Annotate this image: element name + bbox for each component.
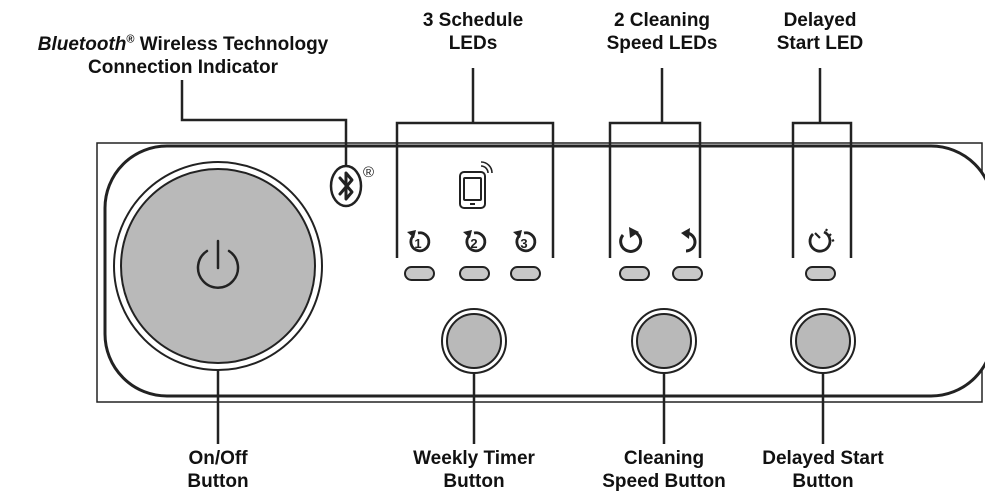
schedule-leds (404, 266, 541, 281)
svg-text:3: 3 (520, 236, 527, 251)
speed-led-2 (672, 266, 703, 281)
panel-face (103, 144, 985, 398)
weekly-timer-button-label: Weekly Timer Button (413, 448, 535, 492)
delayed-start-led (805, 266, 836, 281)
bluetooth-icon (329, 164, 363, 208)
weekly-timer-button[interactable] (441, 308, 507, 374)
onoff-button[interactable] (113, 161, 323, 371)
svg-text:1: 1 (414, 236, 421, 251)
bluetooth-label: Bluetooth® Wireless Technology Connectio… (37, 33, 329, 78)
schedule-2-icon: 2 (463, 230, 487, 253)
schedule-3-icon: 3 (513, 230, 537, 253)
schedule-leds-bracket (395, 121, 555, 258)
delayed-led-bracket (791, 121, 853, 258)
cleaning-speed-button-label: Cleaning Speed Button (602, 448, 726, 492)
onoff-button-label: On/Off Button (187, 448, 249, 492)
timer-icon (808, 228, 835, 253)
speed-led-1 (619, 266, 650, 281)
speed-leds-bracket (608, 121, 702, 258)
clockwise-icon (619, 227, 643, 253)
leader-lines (180, 68, 853, 444)
schedule-leds-label: 3 Schedule LEDs (422, 10, 524, 54)
power-icon (196, 239, 240, 289)
schedule-led-2 (459, 266, 490, 281)
delayed-led-label: Delayed Start LED (776, 10, 864, 54)
counterclockwise-icon (681, 228, 697, 253)
cleaning-speed-button[interactable] (631, 308, 697, 374)
smartphone-wifi-icon (459, 161, 493, 209)
delayed-start-button-label: Delayed Start Button (762, 448, 884, 492)
schedule-led-3 (510, 266, 541, 281)
schedule-1-icon: 1 (407, 230, 431, 253)
svg-text:2: 2 (470, 236, 477, 251)
registered-mark: ® (363, 164, 374, 181)
speed-leds (619, 266, 703, 281)
speed-leds-label: 2 Cleaning Speed LEDs (606, 10, 718, 54)
delayed-start-button[interactable] (790, 308, 856, 374)
bluetooth-leader (180, 80, 348, 166)
schedule-led-1 (404, 266, 435, 281)
